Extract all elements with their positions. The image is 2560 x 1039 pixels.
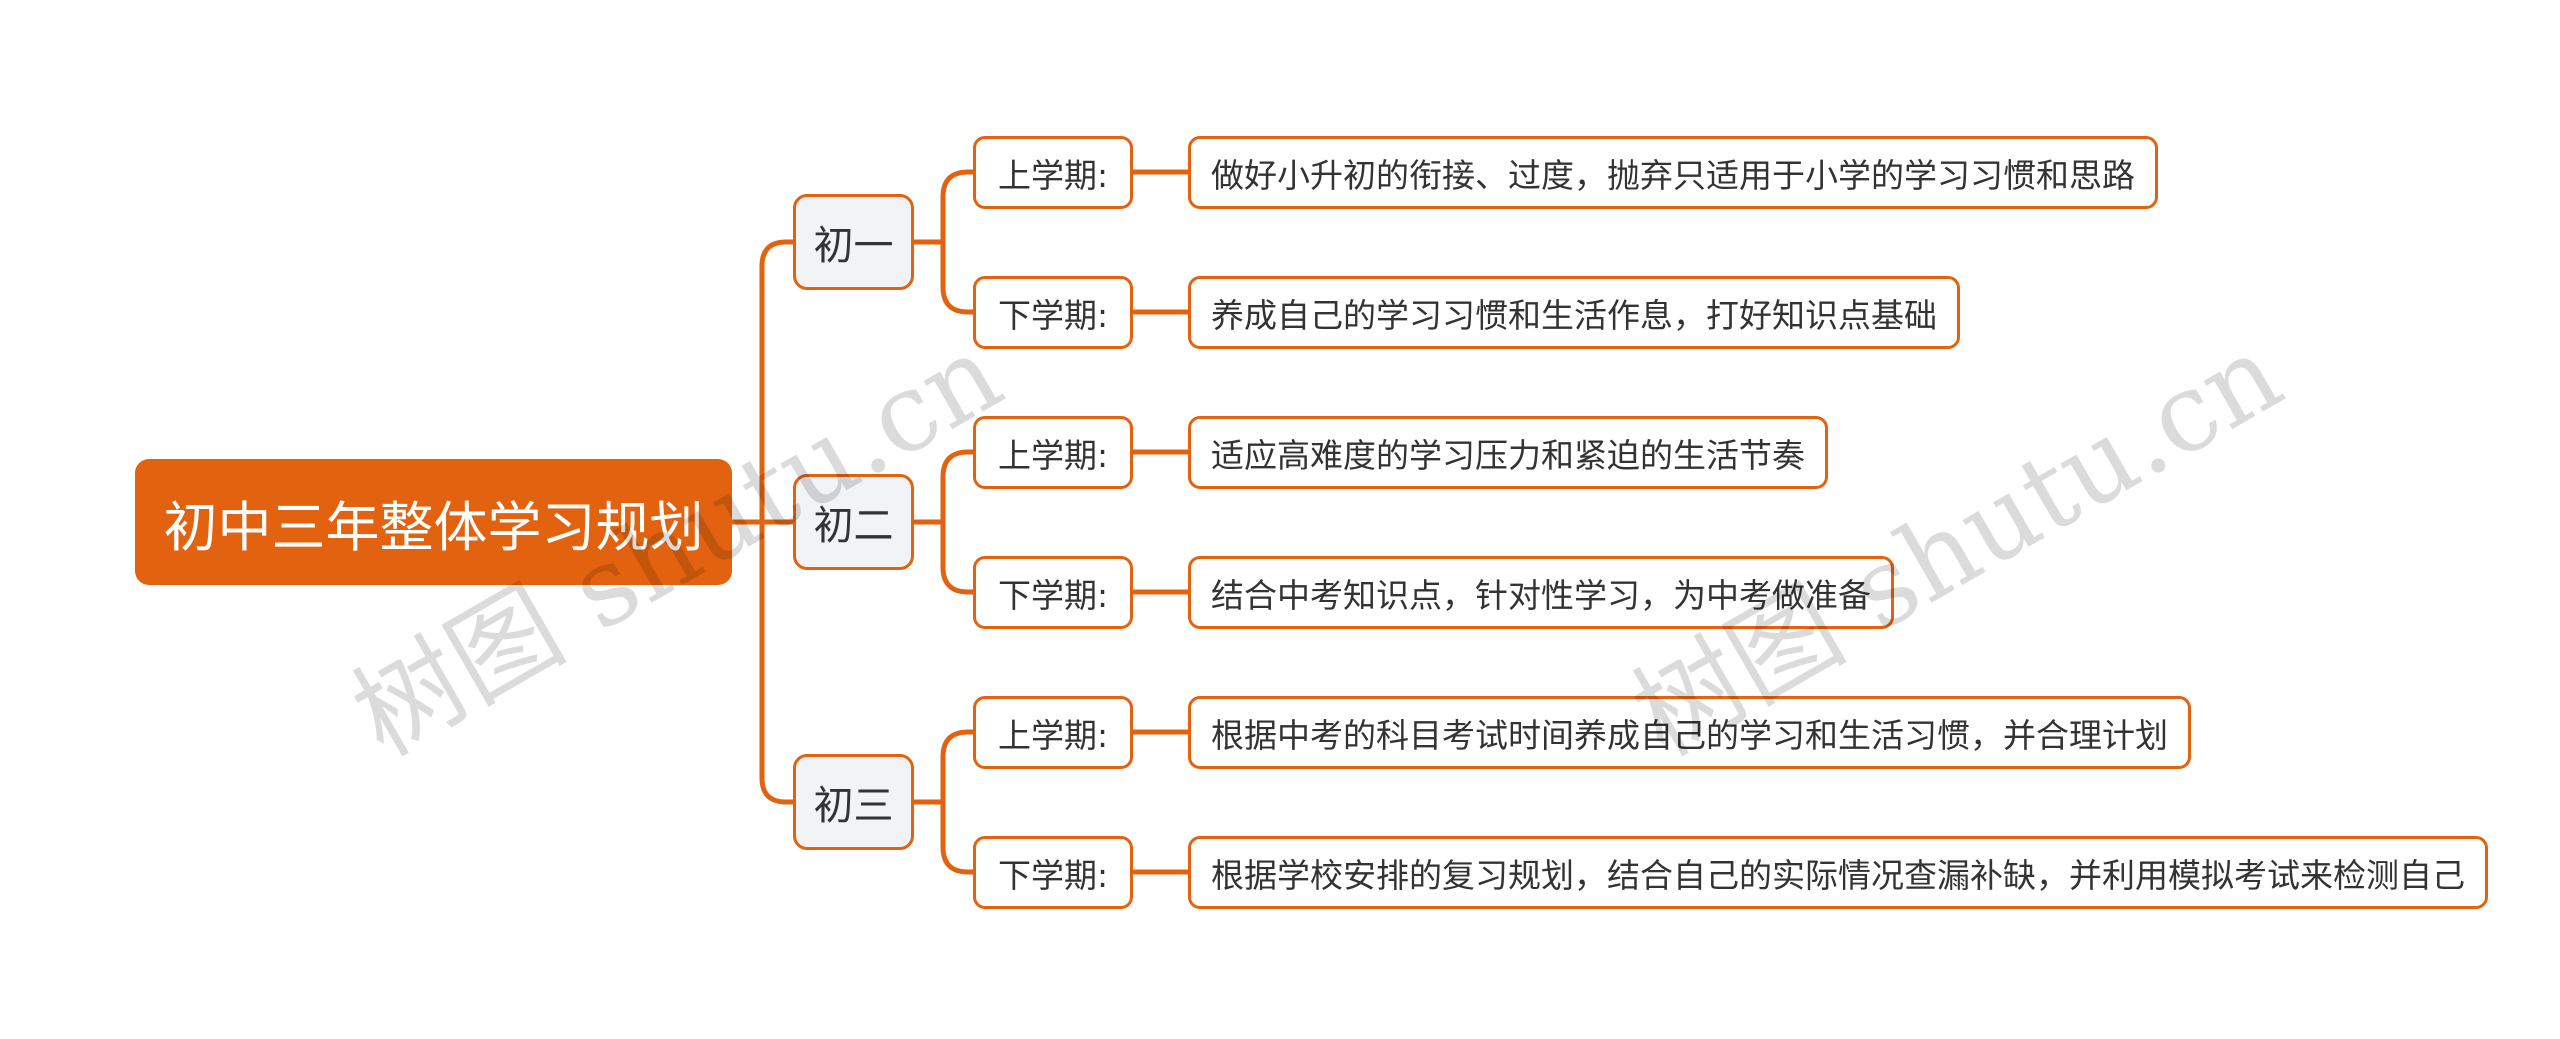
term-node[interactable]: 上学期:	[973, 696, 1133, 769]
grade1-to-term2-line	[940, 239, 976, 315]
detail-node[interactable]: 根据学校安排的复习规划，结合自己的实际情况查漏补缺，并利用模拟考试来检测自己	[1188, 836, 2488, 909]
spine-to-grade3-line	[759, 519, 796, 805]
grade2-to-term2-line	[940, 519, 976, 595]
detail-node[interactable]: 做好小升初的衔接、过度，抛弃只适用于小学的学习习惯和思路	[1188, 136, 2158, 209]
term-node[interactable]: 下学期:	[973, 836, 1133, 909]
grade-node-3[interactable]: 初三	[793, 754, 914, 850]
grade1-to-term1-line	[911, 169, 976, 245]
detail-node[interactable]: 结合中考知识点，针对性学习，为中考做准备	[1188, 556, 1894, 629]
grade2-to-term1-line	[911, 449, 976, 525]
grade-node-1[interactable]: 初一	[793, 194, 914, 290]
grade3-to-term2-line	[940, 799, 976, 875]
term-node[interactable]: 下学期:	[973, 276, 1133, 349]
grade-node-2[interactable]: 初二	[793, 474, 914, 570]
term-node[interactable]: 下学期:	[973, 556, 1133, 629]
root-node[interactable]: 初中三年整体学习规划	[135, 459, 732, 585]
grade3-to-term1-line	[911, 729, 976, 805]
term-node[interactable]: 上学期:	[973, 416, 1133, 489]
detail-node[interactable]: 适应高难度的学习压力和紧迫的生活节奏	[1188, 416, 1828, 489]
detail-node[interactable]: 养成自己的学习习惯和生活作息，打好知识点基础	[1188, 276, 1960, 349]
spine-to-grade1-line	[759, 239, 796, 525]
detail-node[interactable]: 根据中考的科目考试时间养成自己的学习和生活习惯，并合理计划	[1188, 696, 2191, 769]
term-node[interactable]: 上学期:	[973, 136, 1133, 209]
